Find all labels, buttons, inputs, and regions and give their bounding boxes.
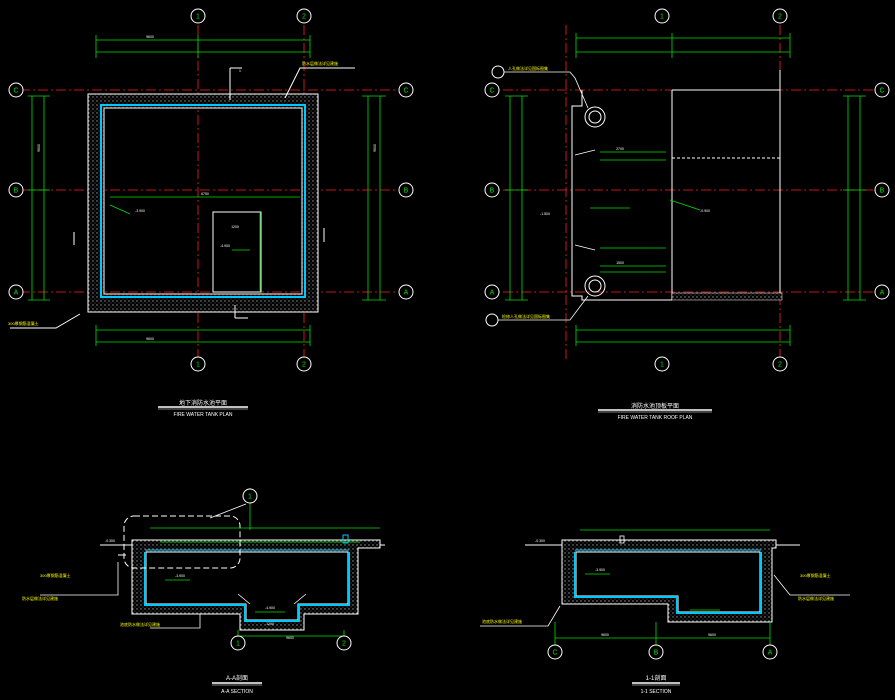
roof-outline <box>571 70 781 301</box>
roof-axis-label-rowA-right: A <box>880 289 885 296</box>
plan-dim-bottom: 9600 <box>146 337 154 341</box>
plan-elev-mid: -3.900 <box>135 209 145 213</box>
plan-marker: 1 <box>239 69 241 73</box>
section-aa-elev-floor: -3.900 <box>175 574 185 578</box>
section-11-dim-left: 9600 <box>601 633 609 637</box>
section-aa-note-2: 防水层做法详见建施 <box>22 595 58 601</box>
section-aa-axis-label-col1: 1 <box>236 640 240 647</box>
section-11-view: C B A -0.300 -3.900 9600 9600 300厚钢筋混凝土 … <box>480 529 850 695</box>
plan-axis-label-col2-bottom: 2 <box>302 361 306 368</box>
roof-leaders <box>495 71 596 321</box>
plan-axis-label-rowC-right: C <box>403 87 408 94</box>
plan-dimensions <box>28 35 386 346</box>
roof-axis-bubbles <box>484 8 890 372</box>
section-aa-axis-bubbles <box>230 635 352 651</box>
roof-dim-b: 1500 <box>616 261 624 265</box>
roof-dim-a: 2700 <box>616 147 624 151</box>
plan-axis-label-rowB-left: B <box>14 187 19 194</box>
section-aa-elev-sump: -4.900 <box>265 606 275 610</box>
roof-axis-lines <box>485 25 880 360</box>
plan-dim-right: 9600 <box>373 144 377 152</box>
section-aa-dim-wall: 9600 <box>286 636 294 640</box>
roof-manholes <box>584 106 606 297</box>
roof-note-bottom: 检修人孔做法详见国标图集 <box>502 313 550 319</box>
section-aa-lining <box>144 552 350 622</box>
section-11-title-en: 1-1 SECTION <box>641 689 672 695</box>
plan-elev-sump: -4.900 <box>220 244 230 248</box>
roof-axis-label-rowA-left: A <box>490 289 495 296</box>
section-aa-elev-top: -0.300 <box>105 539 115 543</box>
plan-axis-label-rowA-right: A <box>404 289 409 296</box>
plan-axis-label-col1-bottom: 1 <box>196 361 200 368</box>
roof-title-cn: 消防水池顶板平面 <box>631 402 679 410</box>
roof-axis-label-col2-top: 2 <box>778 13 782 20</box>
plan-lining <box>100 104 306 298</box>
plan-axis-label-rowC-left: C <box>13 87 18 94</box>
section-11-elev-top: -0.300 <box>535 539 545 543</box>
section-11-concrete <box>561 539 777 623</box>
section-11-axis-label-rowC: C <box>552 649 557 656</box>
plan-dim-sump: 1200 <box>231 225 239 229</box>
section-11-note-3: 池底防水做法详见建施 <box>482 618 522 624</box>
section-aa-detail-marker: 1 <box>248 493 252 500</box>
plan-title-cn: 地下消防水池平面 <box>179 399 227 407</box>
section-11-note-2: 防水层做法详见建施 <box>798 595 834 601</box>
plan-dim-top: 9600 <box>146 35 154 39</box>
plan-concrete-wall <box>87 93 319 313</box>
section-11-lining <box>574 552 762 614</box>
section-aa-axis-label-col2: 2 <box>342 640 346 647</box>
roof-title-en: FIRE WATER TANK ROOF PLAN <box>618 415 693 421</box>
roof-dimensions <box>505 33 866 346</box>
roof-axis-label-col2-bottom: 2 <box>778 361 782 368</box>
roof-elev-left: -1.500 <box>540 212 550 216</box>
roof-axis-label-rowB-right: B <box>880 187 885 194</box>
plan-view: 1 2 1 2 C B A C B A 9600 9600 9600 9600 … <box>8 8 414 418</box>
plan-note-bottom: 300厚钢筋混凝土 <box>8 320 39 326</box>
roof-note-bubble-bottom <box>485 313 499 327</box>
section-aa-title-en: A-A SECTION <box>221 689 253 695</box>
section-11-elev-floor: -3.900 <box>595 568 605 572</box>
section-aa-note-3: 池底防水做法详见建施 <box>120 621 160 627</box>
roof-note-top: 人孔做法详见国标图集 <box>508 65 548 71</box>
roof-axis-label-col1-top: 1 <box>660 13 664 20</box>
roof-plan-view: 1 2 1 2 C B A C B A -1.500 -0.900 2700 1… <box>484 8 890 421</box>
roof-axis-label-col1-bottom: 1 <box>660 361 664 368</box>
section-aa-view: 1 1 2 -0.300 -3.900 -4.900 1200 <box>22 488 385 695</box>
plan-axis-label-rowB-right: B <box>404 187 409 194</box>
plan-title-en: FIRE WATER TANK PLAN <box>174 412 233 418</box>
plan-dim-left: 9600 <box>37 144 41 152</box>
plan-note-top: 防水层做法详见建施 <box>302 60 338 66</box>
section-11-axis-label-rowA: A <box>768 649 773 656</box>
roof-note-bubble-top <box>491 65 505 79</box>
plan-dim-width: 6750 <box>201 192 209 196</box>
section-aa-note-1: 300厚钢筋混凝土 <box>40 572 71 578</box>
plan-axis-label-rowA-left: A <box>14 289 19 296</box>
section-11-note-1: 300厚钢筋混凝土 <box>800 572 831 578</box>
plan-axis-label-col2-top: 2 <box>302 13 306 20</box>
roof-axis-label-rowB-left: B <box>490 187 495 194</box>
roof-elev-right: -0.900 <box>700 209 710 213</box>
section-11-title-cn: 1-1剖面 <box>646 674 667 682</box>
section-11-dim-right: 9600 <box>708 633 716 637</box>
section-aa-dim-sump: 1200 <box>266 622 274 626</box>
plan-sump <box>212 211 262 293</box>
section-11-axis-bubbles <box>547 644 778 660</box>
section-aa-title-cn: A-A剖面 <box>226 674 248 682</box>
plan-section-markers <box>10 67 355 329</box>
section-aa-concrete <box>131 539 381 631</box>
roof-axis-label-rowC-left: C <box>489 87 494 94</box>
plan-axis-bubbles <box>8 8 414 372</box>
roof-axis-label-rowC-right: C <box>879 87 884 94</box>
plan-axis-label-col1-top: 1 <box>196 13 200 20</box>
section-11-axis-label-rowB: B <box>654 649 659 656</box>
roof-hatched-beam <box>671 292 783 301</box>
